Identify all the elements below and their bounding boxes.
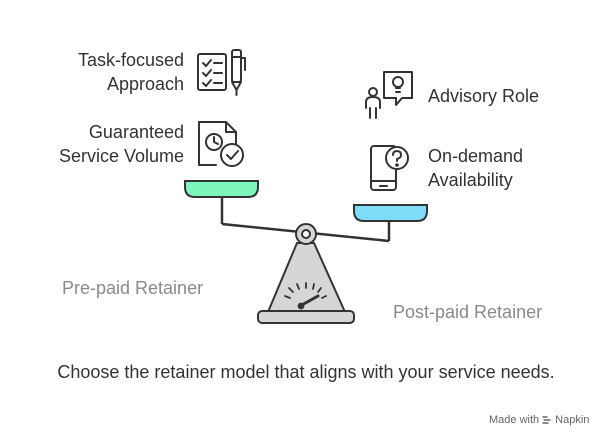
advisory-role-label: Advisory Role: [428, 86, 540, 106]
guaranteed-service-volume-label: Guaranteed Service Volume: [58, 122, 184, 166]
made-with-napkin-footer: Made with Napkin: [489, 414, 589, 426]
task-focused-label: Task-focused Approach: [77, 50, 184, 94]
post-paid-retainer-title: Post-paid Retainer: [393, 302, 543, 322]
person-lightbulb-icon: [365, 71, 413, 119]
gauge-icon: [284, 282, 327, 310]
clock-check-document-icon: [198, 121, 244, 167]
right-pan: [353, 204, 428, 222]
napkin-brand-text: Napkin: [555, 414, 590, 426]
left-pan: [184, 180, 259, 198]
diagram-caption: Choose the retainer model that aligns wi…: [57, 362, 555, 382]
on-demand-availability-label: On-demand Availability: [428, 146, 524, 190]
phone-question-icon: [370, 145, 409, 191]
scale-base: [257, 242, 355, 324]
pre-paid-retainer-title: Pre-paid Retainer: [62, 278, 204, 298]
made-with-text: Made with: [489, 414, 540, 426]
checklist-pen-icon: [197, 49, 246, 96]
napkin-logo-icon: [542, 416, 551, 424]
